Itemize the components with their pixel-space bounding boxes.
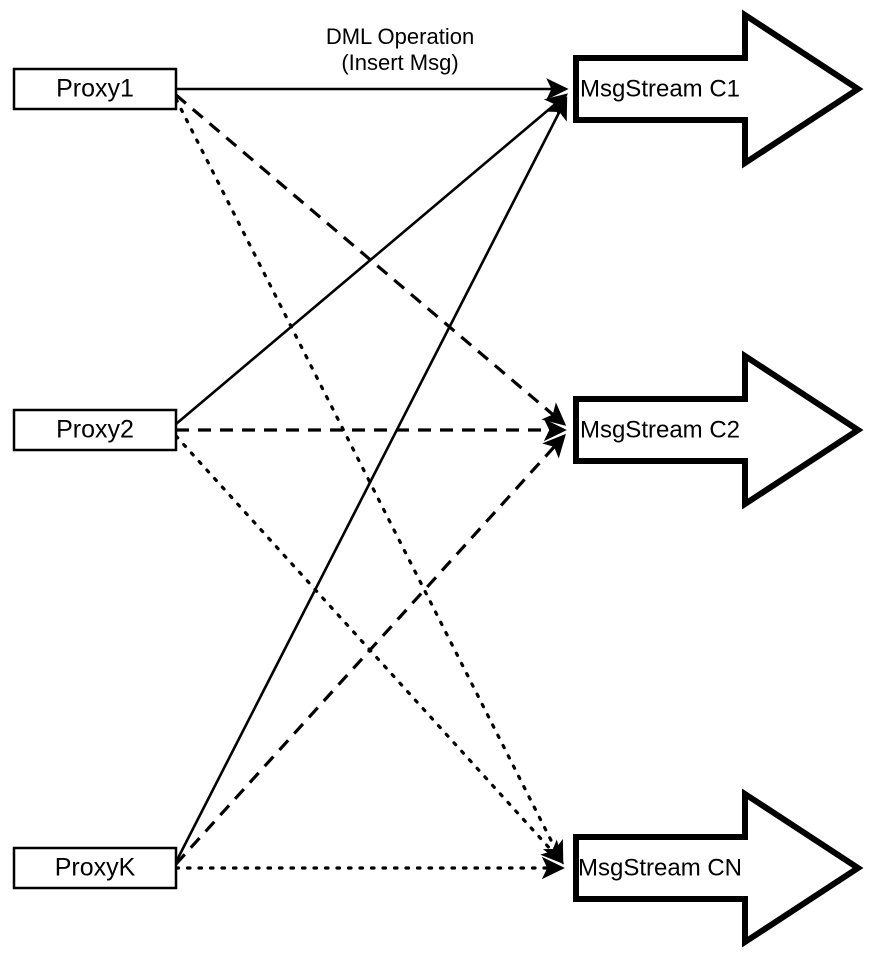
stream-c1-label: MsgStream C1 bbox=[580, 75, 740, 102]
edge-annotation-dml-operation: DML Operation (Insert Msg) bbox=[326, 24, 474, 75]
stream-node-group: MsgStream C1 MsgStream C2 MsgStream CN bbox=[573, 9, 864, 948]
connection-proxy1-to-stream-cn[interactable] bbox=[174, 97, 564, 865]
annotation-line-1: DML Operation bbox=[326, 24, 474, 49]
connection-proxyk-to-stream-c2[interactable] bbox=[174, 433, 566, 866]
stream-c2-label: MsgStream C2 bbox=[580, 416, 740, 443]
annotation-line-2: (Insert Msg) bbox=[341, 50, 458, 75]
stream-c1-arrow-shape bbox=[573, 9, 864, 169]
proxy-node-proxy1[interactable]: Proxy1 bbox=[12, 67, 178, 111]
connection-proxyk-to-stream-c1[interactable] bbox=[174, 96, 568, 863]
stream-node-c2[interactable]: MsgStream C2 bbox=[573, 350, 864, 510]
stream-node-cn[interactable]: MsgStream CN bbox=[573, 788, 864, 948]
proxy-node-group: Proxy1 Proxy2 ProxyK bbox=[12, 67, 178, 890]
proxy-node-proxy2[interactable]: Proxy2 bbox=[12, 408, 178, 452]
proxy2-label: Proxy2 bbox=[56, 416, 134, 444]
proxy2-box bbox=[12, 408, 178, 452]
proxy1-label: Proxy1 bbox=[56, 75, 134, 103]
stream-cn-arrow-shape bbox=[573, 788, 864, 948]
connection-layer bbox=[174, 78, 569, 880]
stream-c2-arrow-shape bbox=[573, 350, 864, 510]
connection-proxy2-to-stream-c1[interactable] bbox=[175, 93, 568, 425]
proxy-node-proxyk[interactable]: ProxyK bbox=[12, 846, 178, 890]
stream-cn-label: MsgStream CN bbox=[578, 854, 742, 881]
proxyk-box bbox=[12, 846, 178, 890]
proxyk-label: ProxyK bbox=[55, 854, 136, 882]
stream-node-c1[interactable]: MsgStream C1 bbox=[573, 9, 864, 169]
proxy1-box bbox=[12, 67, 178, 111]
